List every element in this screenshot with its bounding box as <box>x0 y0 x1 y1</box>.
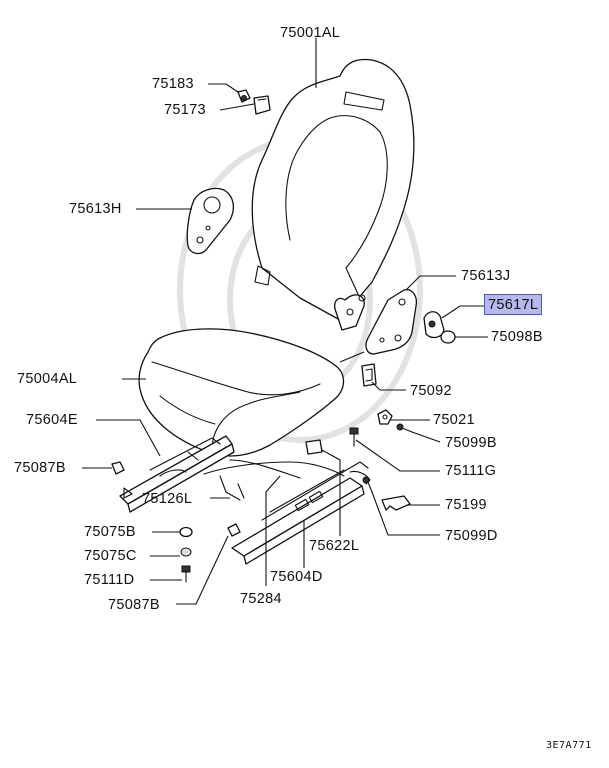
label-75075c: 75075C <box>84 548 137 564</box>
label-75099d: 75099D <box>445 528 498 544</box>
label-75613j: 75613J <box>461 268 511 284</box>
label-75622l: 75622L <box>309 538 360 554</box>
label-75111d: 75111D <box>84 572 135 588</box>
label-75092: 75092 <box>410 383 452 399</box>
label-75183: 75183 <box>152 76 194 92</box>
label-75199: 75199 <box>445 497 487 513</box>
label-75604e: 75604E <box>26 412 78 428</box>
label-75099b: 75099B <box>445 435 497 451</box>
label-75075b: 75075B <box>84 524 136 540</box>
seat-cushion <box>138 328 345 457</box>
leader-lines <box>82 38 488 605</box>
label-75087b-lower: 75087B <box>108 597 160 613</box>
seat-back <box>251 58 415 331</box>
bracket-75613j <box>365 289 418 355</box>
diagram-code: 3E7A771 <box>546 740 592 751</box>
label-75604d: 75604D <box>270 569 323 585</box>
label-75173: 75173 <box>164 102 206 118</box>
label-75004al: 75004AL <box>17 371 78 387</box>
label-75001al: 75001AL <box>280 25 341 41</box>
label-75126l: 75126L <box>142 491 193 507</box>
label-75087b-upper: 75087B <box>14 460 66 476</box>
label-75098b: 75098B <box>491 329 543 345</box>
bracket-75613h <box>186 187 235 255</box>
label-75617l-highlighted[interactable]: 75617L <box>484 294 543 315</box>
label-75111g: 75111G <box>445 463 497 479</box>
label-75284: 75284 <box>240 591 282 607</box>
label-75021: 75021 <box>433 412 475 428</box>
label-75613h: 75613H <box>69 201 122 217</box>
